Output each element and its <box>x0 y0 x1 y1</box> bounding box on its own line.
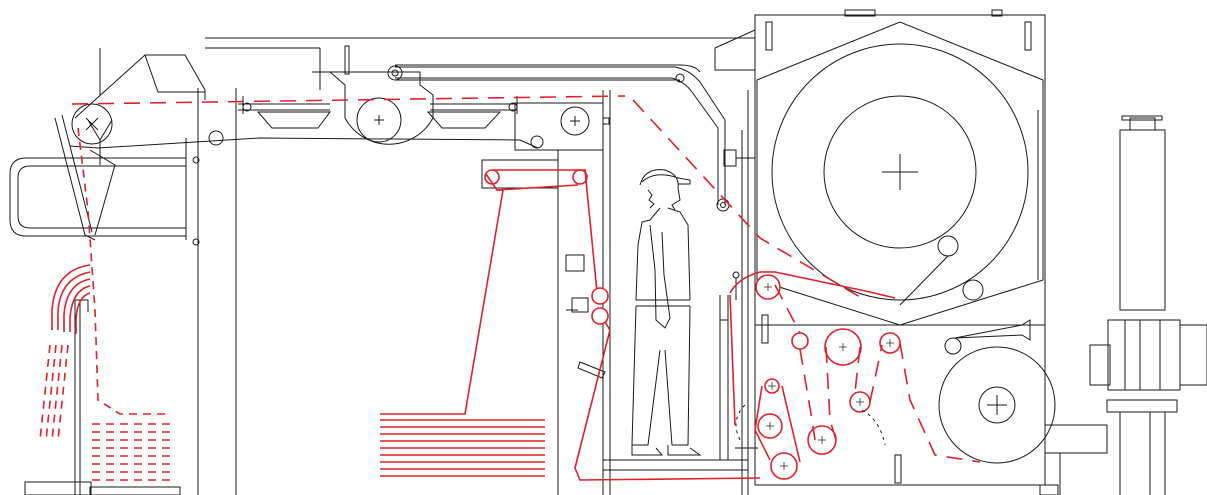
roller-cross-icon <box>764 283 894 470</box>
upper-drive-unit <box>69 29 756 150</box>
transfer-roller <box>514 102 610 151</box>
infeed-roller <box>71 103 113 145</box>
drive-motor <box>1044 115 1207 495</box>
guide-rails <box>395 66 755 212</box>
left-frame <box>9 37 755 495</box>
operator-figure-icon <box>631 169 702 456</box>
material-path <box>39 95 981 481</box>
winding-unit <box>938 319 1056 464</box>
lower-base <box>735 447 1061 495</box>
dryer-drum <box>771 43 1029 306</box>
swing-arc-2 <box>861 409 886 446</box>
swing-arc <box>735 404 746 441</box>
